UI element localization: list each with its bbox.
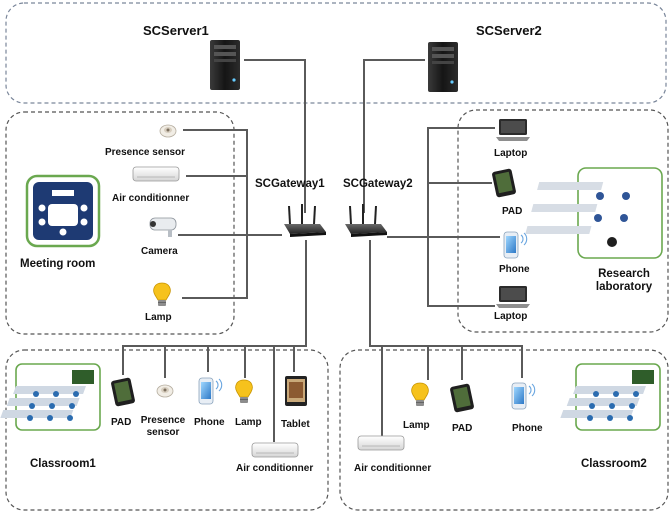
meeting-presence-sensor-label: Presence sensor — [105, 147, 186, 158]
region-servers — [5, 2, 667, 104]
classroom2-pad-icon — [449, 383, 475, 413]
classroom2-icon — [559, 363, 661, 431]
classroom1-presence-sensor-icon — [156, 384, 174, 398]
meeting-lamp-label: Lamp — [145, 312, 172, 323]
classroom2-lamp-icon — [411, 382, 429, 407]
classroom2-air-conditioner-icon — [357, 435, 405, 451]
research-lab-title-line2: laboratory — [595, 281, 653, 294]
gateway2-router-icon — [344, 203, 388, 238]
classroom1-air-conditioner-label: Air conditionner — [236, 463, 314, 474]
region-classroom1 — [5, 349, 329, 511]
classroom1-phone-label: Phone — [194, 417, 225, 428]
meeting-presence-sensor-icon — [159, 124, 177, 138]
classroom1-lamp-label: Lamp — [235, 417, 262, 428]
gateway1-label: SCGateway1 — [255, 178, 325, 190]
lab-laptop-bottom-label: Laptop — [494, 311, 528, 322]
server2-label: SCServer2 — [476, 23, 542, 38]
lab-laptop-top-icon — [496, 119, 530, 141]
classroom2-pad-label: PAD — [452, 423, 473, 434]
gateway2-label: SCGateway2 — [343, 178, 413, 190]
meeting-air-conditioner-icon — [132, 166, 180, 182]
research-lab-title: Research laboratory — [586, 268, 662, 294]
classroom1-pad-label: PAD — [111, 417, 132, 428]
classroom2-lamp-label: Lamp — [403, 420, 430, 431]
server1-label: SCServer1 — [143, 23, 209, 38]
lab-laptop-bottom-icon — [496, 286, 530, 308]
classroom2-air-conditioner-label: Air conditionner — [354, 463, 432, 474]
server1-icon — [210, 40, 240, 90]
meeting-air-conditioner-label: Air conditionner — [112, 193, 190, 204]
network-links — [122, 59, 523, 442]
research-lab-title-line1: Research — [598, 268, 650, 280]
region-research-lab — [457, 109, 669, 333]
classroom2-phone-icon — [511, 382, 536, 410]
region-classroom2 — [339, 349, 669, 511]
classroom1-lamp-icon — [235, 379, 253, 404]
research-lab-icon — [525, 167, 663, 259]
classroom1-presence-sensor-label: Presence sensor — [137, 415, 189, 438]
meeting-camera-icon — [149, 217, 177, 238]
meeting-camera-label: Camera — [141, 246, 178, 257]
classroom1-tablet-icon — [285, 376, 307, 406]
classroom1-presence-line2: sensor — [146, 426, 180, 438]
lab-pad-icon — [491, 168, 517, 198]
classroom2-phone-label: Phone — [512, 423, 543, 434]
classroom1-presence-line1: Presence — [140, 415, 186, 426]
classroom1-pad-icon — [110, 377, 136, 407]
classroom1-title: Classroom1 — [30, 458, 96, 470]
server2-icon — [428, 42, 458, 92]
lab-laptop-top-label: Laptop — [494, 148, 528, 159]
lab-phone-label: Phone — [499, 264, 530, 275]
classroom1-icon — [0, 363, 101, 431]
classroom1-air-conditioner-icon — [251, 442, 299, 458]
lab-pad-label: PAD — [502, 206, 523, 217]
lab-phone-icon — [503, 231, 528, 259]
classroom1-tablet-label: Tablet — [281, 419, 310, 430]
classroom2-title: Classroom2 — [581, 458, 647, 470]
meeting-room-title: Meeting room — [20, 258, 96, 270]
classroom1-phone-icon — [198, 377, 223, 405]
meeting-room-icon — [25, 174, 101, 248]
meeting-lamp-icon — [153, 282, 171, 307]
